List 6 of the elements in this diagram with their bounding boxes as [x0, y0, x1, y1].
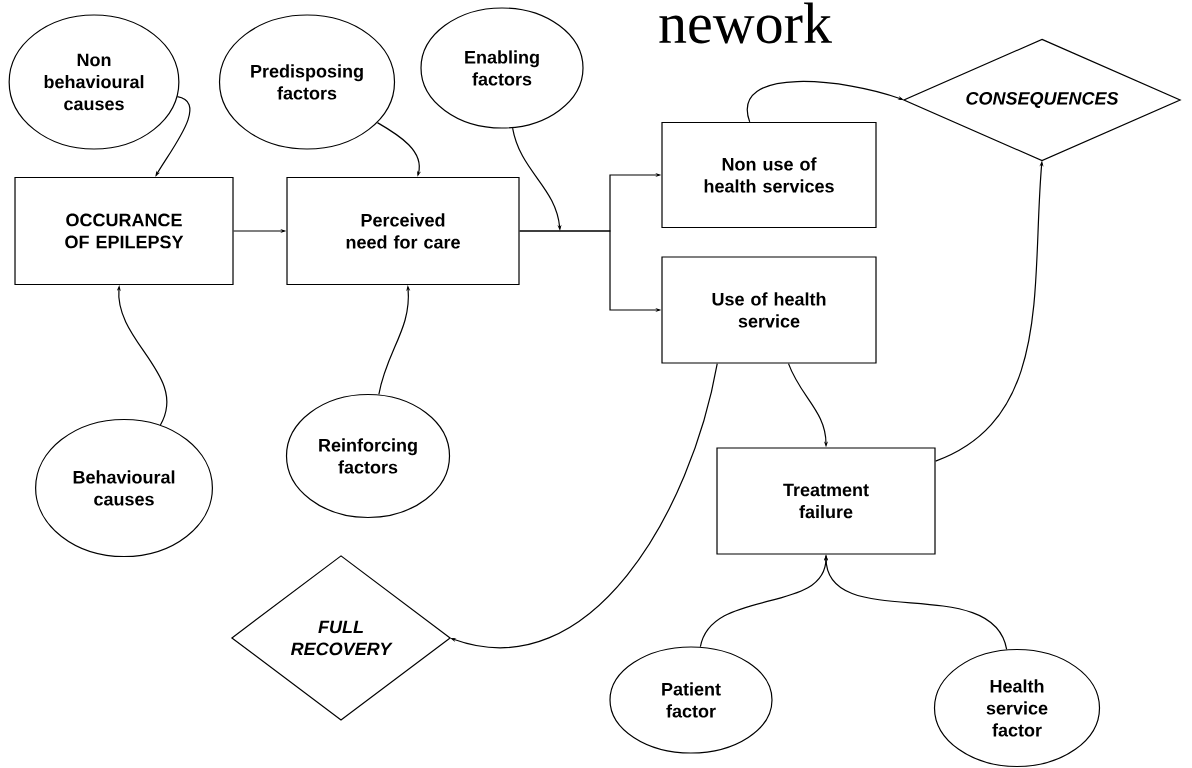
process-box: Perceived need for care [286, 176, 520, 286]
process-box: Treatment failure [716, 447, 936, 555]
process-box: Non use of health services [661, 121, 877, 229]
diagram-title: nework [659, 2, 832, 44]
process-box: Use of health service [661, 256, 877, 364]
process-box: OCCURANCE OF EPILEPSY [14, 176, 234, 286]
